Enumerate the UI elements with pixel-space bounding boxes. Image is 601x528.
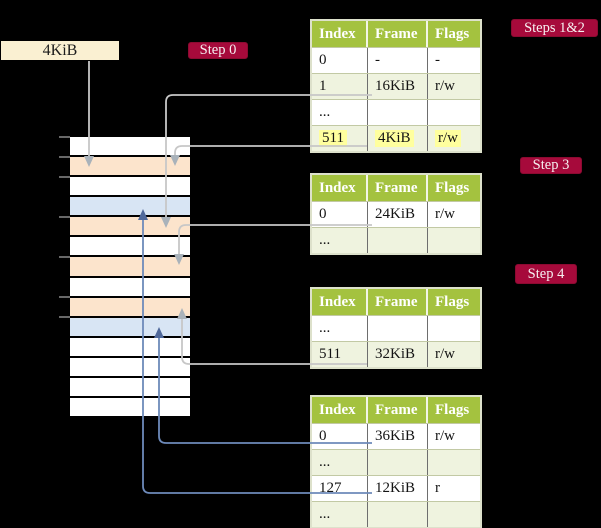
table-row: 127 12KiB r bbox=[312, 475, 480, 501]
cell-flags bbox=[428, 100, 480, 125]
memory-row-white bbox=[70, 398, 190, 417]
badge-step-3: Step 3 bbox=[520, 157, 582, 174]
col-header-frame: Frame bbox=[368, 397, 428, 423]
col-header-frame: Frame bbox=[368, 289, 428, 315]
highlight: 511 bbox=[319, 130, 347, 147]
col-header-index: Index bbox=[312, 21, 368, 47]
table-row: ... bbox=[312, 315, 480, 341]
memory-row-white bbox=[70, 177, 190, 196]
badge-step-0: Step 0 bbox=[188, 42, 248, 59]
cell-frame: 36KiB bbox=[368, 424, 428, 449]
memory-row-peach bbox=[70, 157, 190, 176]
memory-row-white bbox=[70, 357, 190, 376]
cell-frame: - bbox=[368, 48, 428, 73]
cell-flags: r/w bbox=[435, 346, 455, 362]
memory-row-white bbox=[70, 337, 190, 356]
cell-flags: r/w bbox=[435, 428, 455, 444]
cell-index: 127 bbox=[312, 476, 368, 501]
cell-index: 511 bbox=[312, 342, 368, 367]
cell-flags: r/w bbox=[428, 126, 480, 151]
cell-frame bbox=[368, 316, 428, 341]
cell-frame bbox=[368, 502, 428, 527]
stack-tick-marks bbox=[59, 136, 70, 318]
memory-stack bbox=[70, 137, 190, 417]
memory-row-blue bbox=[70, 197, 190, 216]
table-row: 0 24KiB r/w bbox=[312, 201, 480, 227]
badge-steps-1-2: Steps 1&2 bbox=[511, 19, 598, 37]
cell-index: 511 bbox=[312, 126, 368, 151]
cell-flags bbox=[428, 450, 480, 475]
col-header-flags: Flags bbox=[435, 293, 470, 310]
page-table-steps-1-2: Index Frame Flags 0 - - 1 16KiB r/w ... … bbox=[310, 19, 482, 153]
cell-index: 1 bbox=[312, 74, 368, 99]
col-header-flags: Flags bbox=[435, 401, 470, 418]
frame-size-label: 4KiB bbox=[42, 41, 78, 59]
col-header-frame: Frame bbox=[368, 21, 428, 47]
cell-frame: 4KiB bbox=[368, 126, 428, 151]
memory-row-peach bbox=[70, 257, 190, 276]
highlight: 4KiB bbox=[375, 130, 414, 147]
page-table-step-3: Index Frame Flags 0 24KiB r/w ... bbox=[310, 173, 482, 255]
cell-index: 0 bbox=[312, 424, 368, 449]
memory-row-white bbox=[70, 277, 190, 296]
table-row: 1 16KiB r/w bbox=[312, 73, 480, 99]
col-header-flags: Flags bbox=[435, 25, 470, 42]
cell-index: ... bbox=[312, 228, 368, 253]
col-header-index: Index bbox=[312, 397, 368, 423]
cell-flags bbox=[428, 502, 480, 527]
cell-frame bbox=[368, 100, 428, 125]
highlight: r/w bbox=[435, 130, 461, 147]
cell-frame: 16KiB bbox=[368, 74, 428, 99]
cell-index: ... bbox=[312, 502, 368, 527]
table-row: 0 - - bbox=[312, 47, 480, 73]
table-row: ... bbox=[312, 501, 480, 527]
col-header-flags: Flags bbox=[435, 179, 470, 196]
cell-flags: r bbox=[435, 480, 440, 496]
cell-flags: - bbox=[435, 52, 440, 68]
cell-flags: r/w bbox=[435, 206, 455, 222]
page-table-final: Index Frame Flags 0 36KiB r/w ... 127 12… bbox=[310, 395, 482, 528]
cell-frame: 24KiB bbox=[368, 202, 428, 227]
memory-row-peach bbox=[70, 297, 190, 316]
col-header-index: Index bbox=[312, 175, 368, 201]
table-row: ... bbox=[312, 227, 480, 253]
table-row: ... bbox=[312, 99, 480, 125]
col-header-frame: Frame bbox=[368, 175, 428, 201]
cell-frame bbox=[368, 450, 428, 475]
table-row: ... bbox=[312, 449, 480, 475]
col-header-index: Index bbox=[312, 289, 368, 315]
badge-step-4: Step 4 bbox=[515, 264, 577, 284]
cell-index: 0 bbox=[312, 48, 368, 73]
table-row: 0 36KiB r/w bbox=[312, 423, 480, 449]
memory-row-blue bbox=[70, 317, 190, 336]
memory-row-white bbox=[70, 137, 190, 156]
cell-index: 0 bbox=[312, 202, 368, 227]
table-row-highlighted: 511 4KiB r/w bbox=[312, 125, 480, 151]
frame-size-box: 4KiB bbox=[1, 41, 119, 60]
cell-index: ... bbox=[312, 450, 368, 475]
memory-row-peach bbox=[70, 217, 190, 236]
cell-index: ... bbox=[312, 100, 368, 125]
table-row: 511 32KiB r/w bbox=[312, 341, 480, 367]
cell-frame bbox=[368, 228, 428, 253]
table-header-row: Index Frame Flags bbox=[312, 397, 480, 423]
cell-index: ... bbox=[312, 316, 368, 341]
cell-flags: r/w bbox=[435, 78, 455, 94]
cell-flags bbox=[428, 228, 480, 253]
table-header-row: Index Frame Flags bbox=[312, 21, 480, 47]
cell-frame: 12KiB bbox=[368, 476, 428, 501]
page-table-step-4: Index Frame Flags ... 511 32KiB r/w bbox=[310, 287, 482, 369]
memory-row-white bbox=[70, 237, 190, 256]
cell-flags bbox=[428, 316, 480, 341]
table-header-row: Index Frame Flags bbox=[312, 175, 480, 201]
table-header-row: Index Frame Flags bbox=[312, 289, 480, 315]
cell-frame: 32KiB bbox=[368, 342, 428, 367]
memory-row-white bbox=[70, 377, 190, 397]
